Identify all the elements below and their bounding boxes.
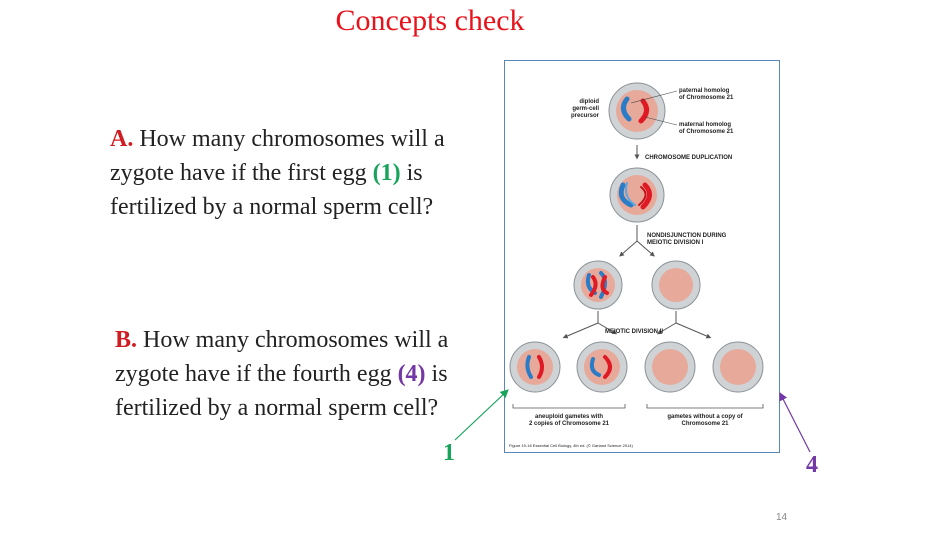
- egg-1-marker: 1: [443, 440, 455, 466]
- maternal-label-2: of Chromosome 21: [679, 129, 734, 135]
- egg-4-ref: (4): [397, 361, 426, 387]
- step-meiosis-ii: MEIOTIC DIVISION II: [605, 329, 663, 335]
- egg-4-marker: 4: [806, 452, 818, 478]
- question-a: A. How many chromosomes will a zygote ha…: [110, 122, 490, 224]
- question-b-text-end: is fertilized by a normal sperm cell?: [115, 361, 448, 421]
- paternal-label-2: of Chromosome 21: [679, 95, 734, 101]
- question-a-label: A.: [110, 126, 134, 152]
- cell-label-1: diploid: [579, 99, 599, 105]
- meiosis-i-cell-with-chromosomes: [573, 260, 623, 310]
- arrow-to-egg-4: [779, 392, 811, 453]
- figure-caption: Figure 19-16 Essential Cell Biology, 4th…: [509, 443, 633, 448]
- duplicated-cell: [609, 167, 665, 223]
- gametes-left-label-1: aneuploid gametes with: [535, 414, 603, 420]
- slide-title: Concepts check: [335, 4, 525, 37]
- question-a-text-end: is fertilized by a normal sperm cell?: [110, 160, 434, 220]
- diploid-cell: [608, 82, 666, 140]
- page-number: 14: [776, 512, 788, 523]
- cell-label-3: precursor: [571, 113, 600, 119]
- step-nondisjunction-1: NONDISJUNCTION DURING: [647, 233, 727, 239]
- gamete-4: [712, 341, 764, 393]
- question-b-text: How many chromosomes will a zygote have …: [115, 327, 449, 387]
- gamete-3: [644, 341, 696, 393]
- question-b: B. How many chromosomes will a zygote ha…: [115, 323, 495, 425]
- question-b-label: B.: [115, 327, 138, 353]
- step-duplication: CHROMOSOME DUPLICATION: [645, 155, 732, 161]
- gametes-left-label-2: 2 copies of Chromosome 21: [529, 421, 610, 427]
- maternal-label-1: maternal homolog: [679, 122, 731, 128]
- gametes-right-label-2: Chromosome 21: [681, 421, 729, 427]
- gamete-2: [576, 341, 628, 393]
- step-nondisjunction-2: MEIOTIC DIVISION I: [647, 240, 704, 246]
- gamete-1: [509, 341, 561, 393]
- question-a-text: How many chromosomes will a zygote have …: [110, 126, 445, 186]
- paternal-label-1: paternal homolog: [679, 88, 730, 94]
- cell-label-2: germ-cell: [572, 106, 599, 112]
- meiosis-i-cell-empty: [651, 260, 701, 310]
- egg-1-ref: (1): [372, 160, 401, 186]
- gametes-right-label-1: gametes without a copy of: [667, 414, 743, 420]
